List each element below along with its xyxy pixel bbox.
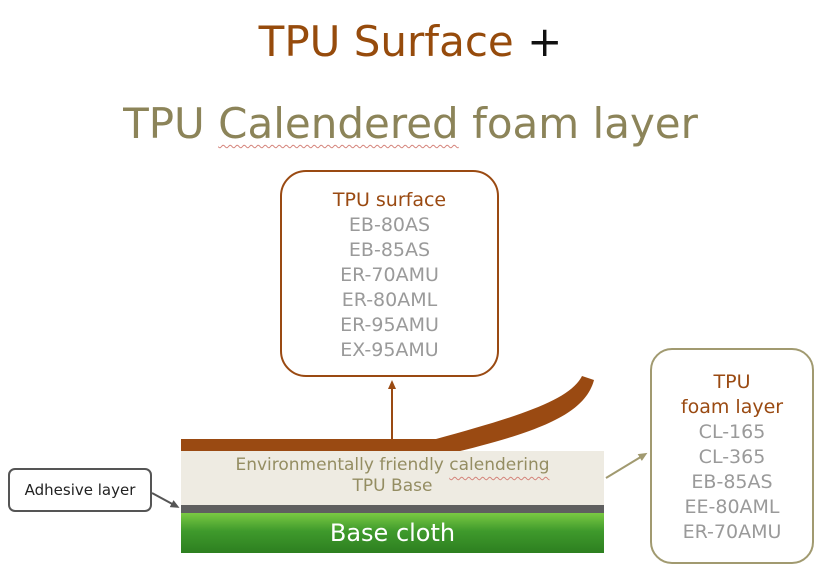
foam-item: EB-85AS bbox=[691, 471, 773, 493]
tpu-base-text-b: calendering bbox=[449, 455, 550, 475]
title-calendered: Calendered bbox=[218, 99, 459, 148]
surface-item: ER-70AMU bbox=[340, 264, 439, 286]
surface-item: ER-80AML bbox=[341, 289, 438, 311]
tpu-surface-layer bbox=[181, 376, 594, 454]
tpu-base-line-2: TPU Base bbox=[352, 476, 433, 496]
adhesive-layer bbox=[181, 505, 604, 513]
foam-item: ER-70AMU bbox=[682, 521, 782, 543]
title-plus-sign: + bbox=[527, 17, 563, 66]
surface-item: EX-95AMU bbox=[340, 339, 439, 361]
tpu-surface-box: TPU surface EB-80AS EB-85AS ER-70AMU ER-… bbox=[280, 170, 499, 377]
foam-box-heading-line-2: foam layer bbox=[680, 396, 784, 418]
surface-item: ER-95AMU bbox=[340, 314, 439, 336]
foam-item: CL-165 bbox=[698, 421, 766, 443]
base-cloth-layer: Base cloth bbox=[181, 513, 604, 553]
title-line-2: TPU Calendered foam layer bbox=[0, 92, 821, 156]
title-tpu-surface: TPU Surface bbox=[258, 17, 514, 66]
surface-box-heading: TPU surface bbox=[332, 189, 447, 211]
tpu-base-text-a: Environmentally friendly bbox=[235, 455, 444, 475]
surface-item: EB-85AS bbox=[348, 239, 431, 261]
foam-item: CL-365 bbox=[698, 446, 766, 468]
adhesive-arrow bbox=[151, 492, 180, 508]
tpu-base-layer: Environmentally friendly calendering TPU… bbox=[181, 451, 604, 505]
tpu-base-line-1: Environmentally friendly calendering bbox=[181, 455, 604, 476]
foam-arrow bbox=[605, 452, 648, 479]
title-tpu: TPU bbox=[123, 99, 205, 148]
title-foam-layer: foam layer bbox=[472, 99, 698, 148]
title-line-1: TPU Surface + bbox=[0, 10, 821, 74]
surface-item: EB-80AS bbox=[348, 214, 431, 236]
foam-item: EE-80AML bbox=[684, 496, 780, 518]
tpu-foam-box: TPU foam layer CL-165 CL-365 EB-85AS EE-… bbox=[650, 348, 814, 564]
foam-box-heading-line-1: TPU bbox=[713, 371, 751, 393]
adhesive-layer-box: Adhesive layer bbox=[8, 468, 152, 512]
